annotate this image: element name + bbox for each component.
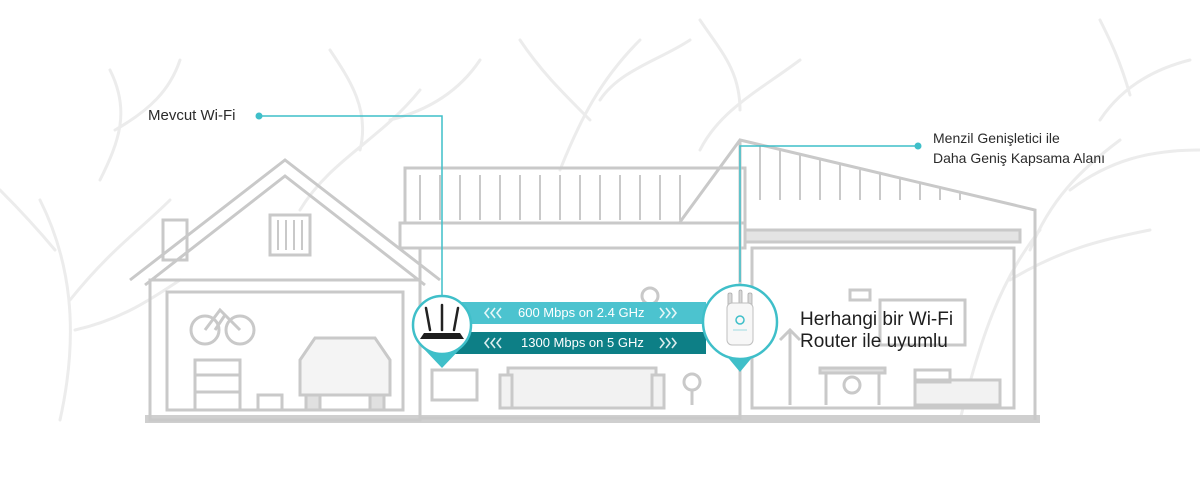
garage-house bbox=[129, 158, 441, 422]
extender-coverage-label: Menzil Genişletici ile Daha Geniş Kapsam… bbox=[933, 128, 1105, 168]
band-24-bar bbox=[448, 302, 706, 324]
extender-label-line2: Daha Geniş Kapsama Alanı bbox=[933, 150, 1105, 166]
router-pin bbox=[411, 294, 473, 368]
band-24-label: 600 Mbps on 2.4 GHz bbox=[518, 305, 645, 320]
band-5-bar bbox=[448, 332, 706, 354]
callout-lines bbox=[255, 112, 922, 298]
compat-label-line2: Router ile uyumlu bbox=[800, 331, 948, 352]
compatibility-label: Herhangi bir Wi-Fi Router ile uyumlu bbox=[800, 309, 953, 353]
router-icon bbox=[420, 303, 464, 339]
extender-label-line1: Menzil Genişletici ile bbox=[933, 130, 1060, 146]
compat-label-line1: Herhangi bir Wi-Fi bbox=[800, 309, 954, 330]
bedroom-house bbox=[678, 138, 1037, 420]
existing-wifi-label: Mevcut Wi-Fi bbox=[148, 107, 236, 124]
extender-pin bbox=[701, 283, 779, 372]
band-5-label: 1300 Mbps on 5 GHz bbox=[521, 335, 644, 350]
range-extender-icon bbox=[726, 289, 754, 346]
speed-bands bbox=[448, 302, 706, 354]
